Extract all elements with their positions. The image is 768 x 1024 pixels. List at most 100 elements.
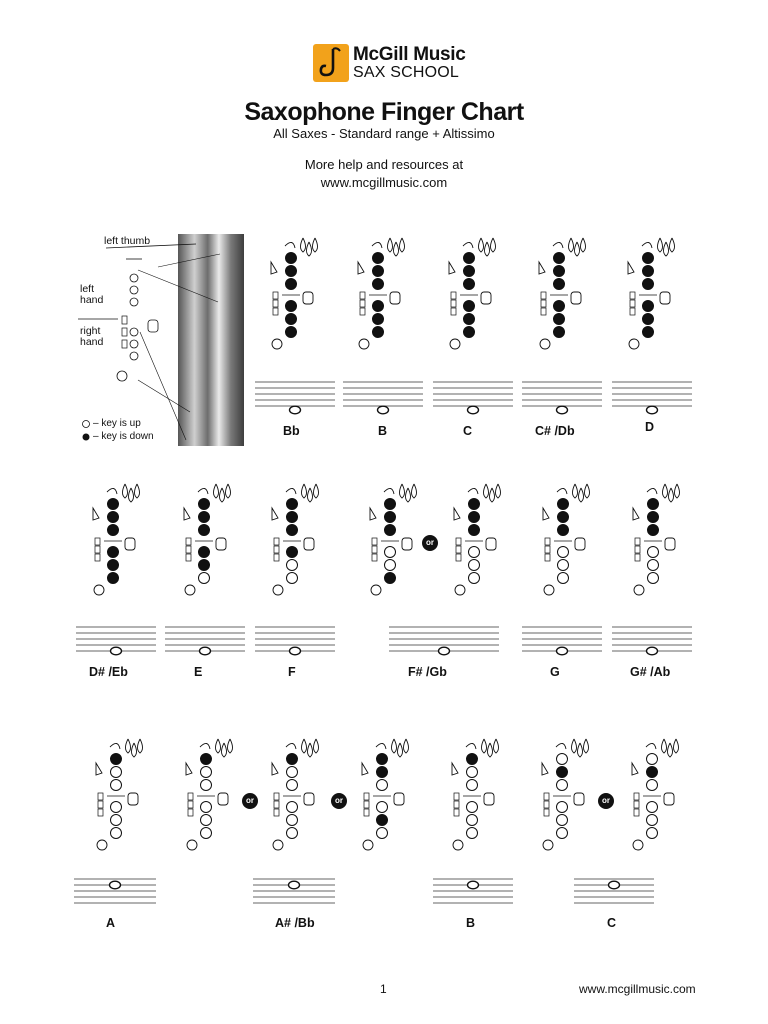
- front-f-key-icon: [453, 506, 461, 521]
- tone-hole-key-icon: [107, 559, 119, 571]
- or-badge: or: [422, 535, 438, 551]
- note-head: [108, 880, 122, 890]
- help-link[interactable]: www.mcgillmusic.com: [320, 175, 448, 190]
- tone-hole-key-icon: [466, 779, 478, 791]
- palm-key-icon: [489, 487, 495, 503]
- footer-url[interactable]: www.mcgillmusic.com: [579, 982, 696, 996]
- note-label: G# /Ab: [630, 665, 671, 679]
- tone-hole-key-icon: [198, 546, 210, 558]
- palm-key-icon: [490, 237, 496, 253]
- tone-hole-key-icon: [642, 313, 654, 325]
- side-key-icon: [544, 553, 551, 562]
- pinky-key-icon: [633, 584, 645, 596]
- tone-hole-key-icon: [642, 252, 654, 264]
- pinky-key-icon: [454, 584, 466, 596]
- side-key-icon: [633, 808, 640, 817]
- note-head: [109, 646, 123, 656]
- side-key-icon: [633, 800, 640, 809]
- note-head: [645, 646, 659, 656]
- octave-key-icon: [109, 743, 121, 750]
- tone-hole-key-icon: [466, 753, 478, 765]
- note-head: [645, 405, 659, 415]
- palm-key-icon: [131, 742, 137, 758]
- tone-hole-key-icon: [110, 814, 122, 826]
- right-side-key-icon: [570, 291, 582, 305]
- front-f-key-icon: [448, 260, 456, 275]
- octave-key-icon: [645, 743, 657, 750]
- saxophone-photo: [178, 234, 244, 446]
- tone-hole-key-icon: [557, 546, 569, 558]
- palm-key-icon: [122, 483, 128, 499]
- side-key-icon: [450, 291, 457, 300]
- note-label: C: [463, 424, 473, 438]
- side-key-icon: [273, 553, 280, 562]
- front-f-key-icon: [92, 506, 100, 521]
- palm-key-icon: [668, 487, 674, 503]
- tone-hole-key-icon: [553, 265, 565, 277]
- side-key-icon: [371, 545, 378, 554]
- side-key-icon: [540, 307, 547, 316]
- logo-icon: [313, 44, 349, 82]
- front-f-key-icon: [361, 761, 369, 776]
- side-key-icon: [629, 291, 636, 300]
- right-side-key-icon: [302, 291, 314, 305]
- fingering-diagram: [448, 482, 506, 597]
- tone-hole-key-icon: [384, 559, 396, 571]
- side-key-icon: [453, 808, 460, 817]
- right-side-key-icon: [217, 792, 229, 806]
- left-thumb-label: left thumb: [104, 235, 151, 247]
- front-f-key-icon: [357, 260, 365, 275]
- note-head: [437, 646, 451, 656]
- palm-key-icon: [411, 483, 417, 499]
- tone-hole-key-icon: [285, 265, 297, 277]
- note-staff: [165, 625, 245, 670]
- tone-hole-key-icon: [642, 326, 654, 338]
- palm-key-icon: [301, 738, 307, 754]
- note-label: E: [194, 665, 203, 679]
- palm-key-icon: [657, 237, 663, 253]
- left-hand-label-1: left: [80, 283, 95, 295]
- pinky-key-icon: [96, 839, 108, 851]
- palm-key-icon: [493, 738, 499, 754]
- fingering-diagram: [364, 482, 422, 597]
- palm-key-icon: [125, 738, 131, 754]
- tone-hole-key-icon: [372, 313, 384, 325]
- tone-hole-key-icon: [468, 546, 480, 558]
- tone-hole-key-icon: [198, 511, 210, 523]
- palm-key-icon: [307, 487, 313, 503]
- note-staff: [612, 625, 692, 670]
- tone-hole-key-icon: [198, 572, 210, 584]
- side-key-icon: [455, 553, 462, 562]
- palm-key-icon: [387, 237, 393, 253]
- octave-key-icon: [556, 488, 568, 495]
- palm-key-icon: [483, 483, 489, 499]
- note-head: [376, 405, 390, 415]
- tone-hole-key-icon: [107, 546, 119, 558]
- tone-hole-key-icon: [642, 278, 654, 290]
- octave-key-icon: [552, 242, 564, 249]
- tone-hole-key-icon: [557, 511, 569, 523]
- tone-hole-key-icon: [200, 779, 212, 791]
- key-up-label: – key is up: [93, 418, 141, 429]
- right-side-key-icon: [573, 792, 585, 806]
- palm-key-icon: [397, 742, 403, 758]
- note-label: F: [288, 665, 296, 679]
- palm-key-icon: [495, 483, 501, 499]
- side-key-icon: [273, 800, 280, 809]
- fingering-diagram: [266, 482, 324, 597]
- tone-hole-key-icon: [463, 326, 475, 338]
- tone-hole-key-icon: [468, 572, 480, 584]
- tone-hole-key-icon: [286, 766, 298, 778]
- side-key-icon: [359, 307, 366, 316]
- palm-key-icon: [134, 483, 140, 499]
- octave-key-icon: [285, 488, 297, 495]
- front-f-key-icon: [271, 506, 279, 521]
- tone-hole-key-icon: [463, 278, 475, 290]
- note-label: C# /Db: [535, 424, 575, 438]
- note-staff: [74, 877, 156, 922]
- note-head: [198, 646, 212, 656]
- pinky-key-icon: [184, 584, 196, 596]
- tone-hole-key-icon: [286, 572, 298, 584]
- right-side-key-icon: [393, 792, 405, 806]
- side-key-icon: [371, 553, 378, 562]
